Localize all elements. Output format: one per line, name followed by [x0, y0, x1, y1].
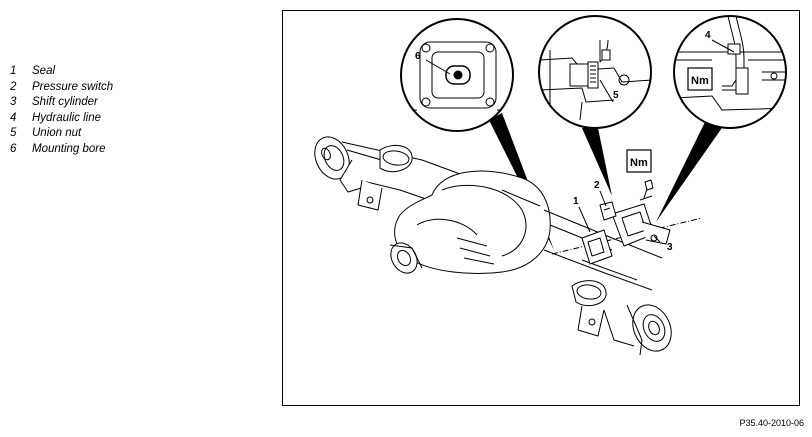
legend-item-label: Pressure switch: [32, 80, 114, 93]
callout-2: 2: [594, 180, 600, 191]
legend-item-number: 4: [10, 111, 17, 124]
legend-item-number: 5: [10, 127, 17, 139]
torque-symbol-detail-label: Nm: [691, 75, 709, 87]
shift-cylinder-assembly: [551, 179, 703, 265]
callout-5: 5: [613, 90, 619, 101]
legend-item-number: 6: [10, 142, 17, 155]
legend-item-number: 2: [10, 80, 17, 93]
detail-pointer-wedge-2: [582, 128, 612, 196]
callout-3: 3: [667, 242, 673, 253]
detail-pointer-wedge-3: [656, 120, 724, 222]
torque-symbol-detail: Nm: [687, 67, 713, 91]
legend-item-label: Seal: [32, 65, 56, 77]
callout-6: 6: [415, 51, 421, 62]
detail-view-mounting-bore: [400, 18, 514, 132]
torque-symbol-main: Nm: [626, 149, 652, 173]
legend-item-number: 3: [10, 96, 17, 108]
legend-item-label: Hydraulic line: [32, 111, 102, 124]
callout-1: 1: [573, 196, 579, 207]
legend-item-label: Union nut: [32, 127, 82, 139]
legend-item-label: Shift cylinder: [32, 96, 98, 108]
legend-item-number: 1: [10, 65, 17, 77]
pressure-switch-part: [599, 201, 617, 221]
rear-axle-housing: [314, 136, 672, 356]
detail-view-union-nut: [538, 15, 652, 129]
torque-symbol-label: Nm: [630, 157, 648, 169]
figure-reference: P35.40-2010-06: [739, 418, 804, 428]
legend-item-label: Mounting bore: [32, 142, 106, 155]
callout-leaders: [425, 39, 735, 243]
seal-part: [581, 229, 613, 265]
callout-4: 4: [705, 30, 711, 41]
detail-view-hydraulic-line: [673, 15, 787, 129]
axle-illustration: 6 5 4 2 1 3 Nm Nm: [314, 15, 787, 356]
